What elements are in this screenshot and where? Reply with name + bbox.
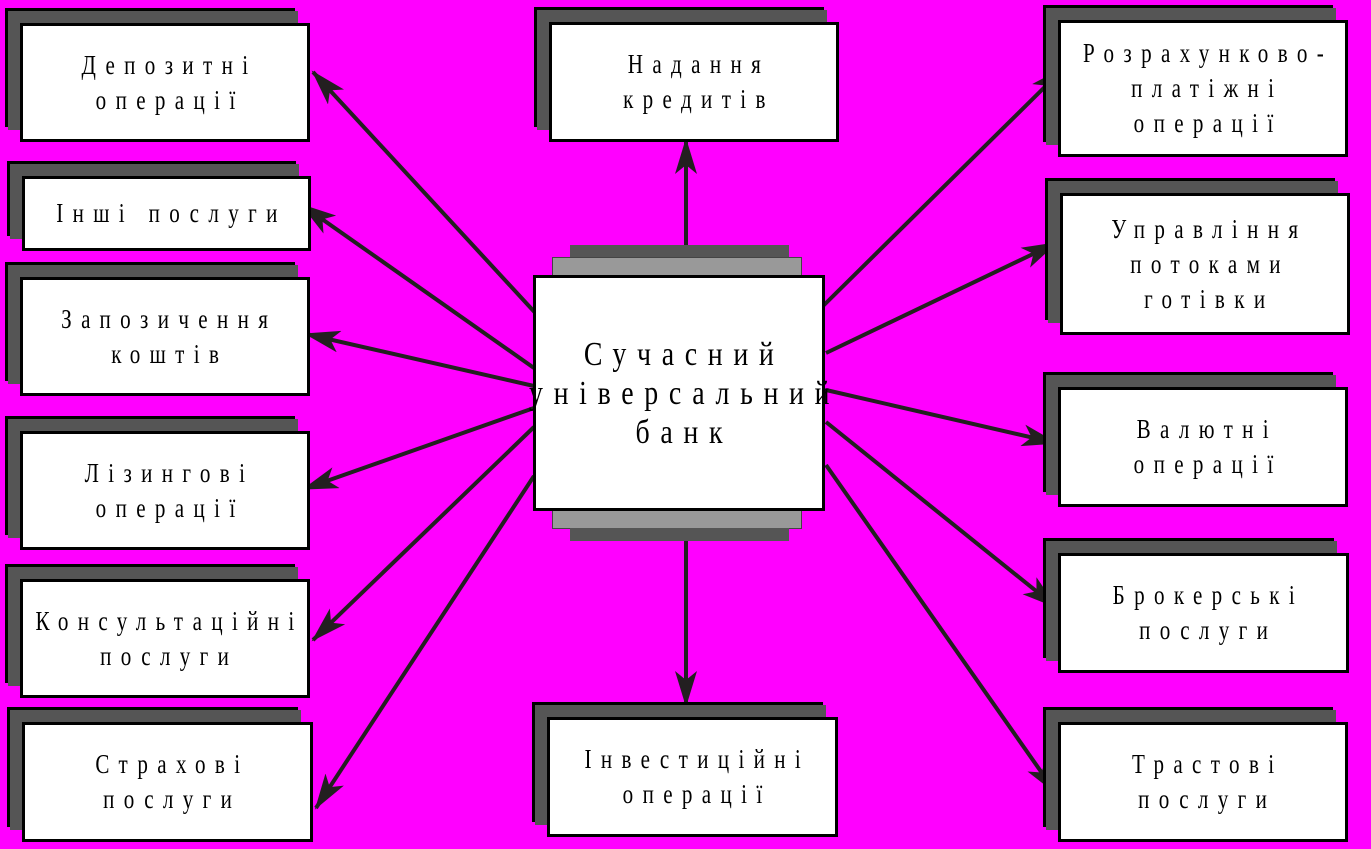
box-label-line: послуги — [1138, 784, 1277, 814]
box-label-line: коштів — [111, 338, 229, 369]
arrow-to-brokerage — [824, 420, 1058, 609]
arrow-to-leasing — [302, 406, 535, 491]
box-label-line: Консультаційні — [35, 605, 304, 636]
box-label-line: Страхові — [95, 749, 250, 779]
center-plate-bottom-dark — [570, 528, 789, 541]
box-label-line: Управління — [1111, 213, 1308, 244]
box-borrowing-funds: Запозичення коштів — [20, 277, 310, 396]
box-leasing-operations: Лізингові операції — [20, 431, 310, 550]
box-label-line: Інвестиційні — [584, 744, 810, 774]
box-label-line: готівки — [1144, 283, 1275, 314]
box-label-line: платіжні — [1131, 73, 1284, 103]
box-investment-operations: Інвестиційні операції — [547, 717, 838, 837]
box-trust-services: Трастові послуги — [1058, 722, 1348, 842]
arrow-to-other — [300, 203, 536, 370]
box-label-line: Валютні — [1136, 414, 1279, 444]
box-brokerage-services: Брокерські послуги — [1058, 553, 1349, 673]
box-label-line: Депозитні — [81, 49, 258, 80]
box-insurance-services: Страхові послуги — [22, 722, 313, 842]
box-label-line: операції — [95, 492, 245, 523]
center-line-1: Сучасний — [583, 335, 785, 373]
box-label-line: Запозичення — [61, 303, 278, 334]
box-label-line: Інші послуги — [55, 198, 287, 228]
box-label-line: потоками — [1129, 248, 1290, 279]
box-label-line: Брокерські — [1112, 580, 1304, 610]
box-label-line: операції — [1133, 449, 1283, 479]
box-settlement-payment-operations: Розрахунково- платіжні операції — [1058, 20, 1348, 157]
box-label-line: операції — [1133, 108, 1283, 138]
box-label-line: послуги — [103, 784, 242, 814]
arrow-to-cash — [825, 241, 1058, 355]
box-cash-flow-management: Управління потоками готівки — [1060, 193, 1350, 335]
box-label-line: послуги — [1139, 615, 1278, 645]
arrow-to-consulting — [311, 425, 536, 642]
arrow-to-insurance — [314, 474, 536, 810]
box-credit-provision: Надання кредитів — [549, 22, 839, 142]
box-label-line: послуги — [100, 640, 239, 671]
arrow-to-trust — [824, 463, 1058, 795]
center-plate-top-dark — [570, 245, 789, 258]
arrow-to-deposit — [311, 70, 542, 320]
box-label-line: кредитів — [622, 84, 775, 114]
arrow-to-currency — [825, 388, 1058, 447]
box-consulting-services: Консультаційні послуги — [20, 579, 310, 698]
center-plate-bottom-light — [552, 509, 802, 529]
box-deposit-operations: Депозитні операції — [20, 23, 310, 142]
center-line-3: банк — [635, 413, 734, 451]
box-label-line: операції — [622, 779, 772, 809]
box-other-services: Інші послуги — [22, 176, 311, 251]
center-plate-top-light — [552, 257, 802, 277]
box-label-line: Лізингові — [84, 457, 255, 488]
arrow-to-borrowing — [304, 330, 535, 388]
box-currency-operations: Валютні операції — [1058, 387, 1348, 507]
center-line-2: універсальний — [528, 374, 840, 412]
box-label-line: Трастові — [1131, 749, 1284, 779]
box-label-line: операції — [95, 84, 245, 115]
box-label-line: Розрахунково- — [1082, 38, 1333, 68]
center-box-universal-bank: Сучасний універсальний банк — [529, 275, 829, 511]
arrow-to-settlement — [820, 66, 1066, 309]
box-label-line: Надання — [627, 49, 770, 79]
